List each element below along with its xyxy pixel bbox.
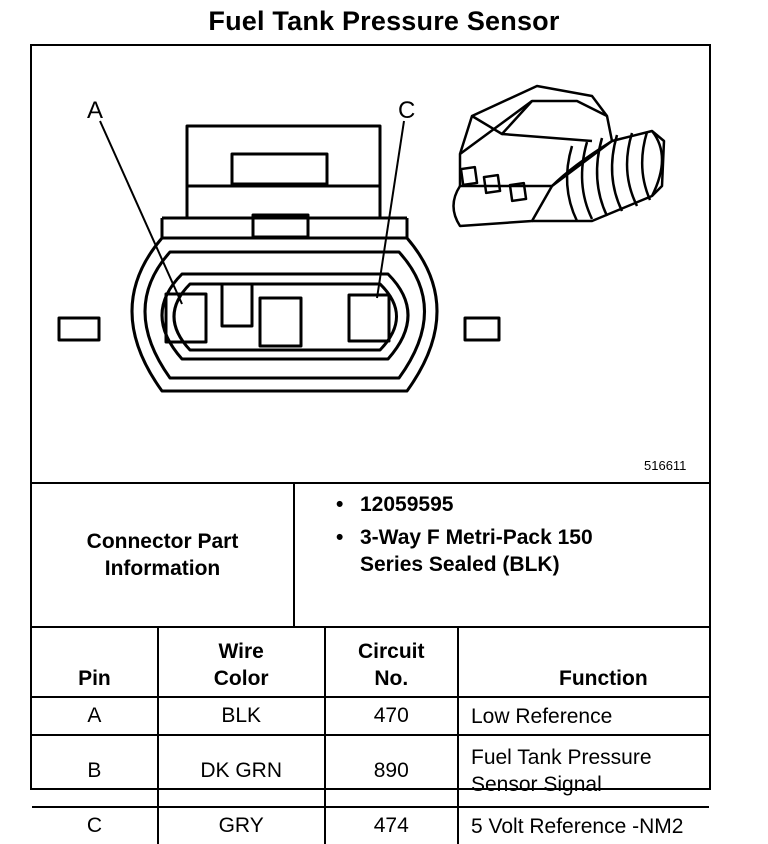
connector-face-view bbox=[57, 124, 501, 393]
pin-cell: C bbox=[32, 806, 159, 844]
right-side-tab bbox=[463, 316, 501, 342]
function-cell: 5 Volt Reference -NM2 bbox=[457, 806, 709, 844]
cavity-b bbox=[258, 296, 303, 348]
pin-cell: A bbox=[32, 696, 159, 736]
table-header-row: Pin Wire Color Circuit No. Function bbox=[32, 628, 709, 698]
latch-window bbox=[230, 152, 329, 186]
pin-cell: B bbox=[32, 734, 159, 808]
table-row: C GRY 474 5 Volt Reference -NM2 bbox=[32, 806, 709, 844]
seal-ring bbox=[172, 282, 398, 352]
connector-diagram: A C bbox=[57, 84, 666, 393]
connector-info-list: • 12059595 • 3-Way F Metri-Pack 150 Seri… bbox=[332, 491, 660, 584]
function-cell: Low Reference bbox=[457, 696, 709, 736]
wire-color-cell: DK GRN bbox=[156, 734, 326, 808]
outer-housing bbox=[130, 236, 439, 393]
header-function: Function bbox=[457, 628, 709, 698]
connector-info-label: Connector Part Information bbox=[32, 484, 295, 626]
cavity-c bbox=[347, 293, 391, 343]
bullet-icon: • bbox=[336, 493, 344, 516]
circuit-cell: 470 bbox=[323, 696, 460, 736]
connector-type-item: • 3-Way F Metri-Pack 150 Series Sealed (… bbox=[336, 526, 593, 576]
connector-frame: A C 516611 Connector Part Information • … bbox=[30, 44, 711, 844]
table-row: A BLK 470 Low Reference bbox=[32, 696, 709, 736]
circuit-cell: 474 bbox=[323, 806, 460, 844]
callout-c-label: C bbox=[398, 97, 415, 124]
wire-color-cell: BLK bbox=[156, 696, 326, 736]
latch-body bbox=[185, 124, 382, 220]
connector-info-row: Connector Part Information • 12059595 • … bbox=[32, 482, 709, 628]
callout-a-label: A bbox=[87, 97, 103, 124]
callout-a-line bbox=[99, 120, 183, 305]
circuit-cell: 890 bbox=[323, 734, 460, 808]
cavity-a bbox=[164, 292, 208, 344]
callout-c-line bbox=[376, 120, 405, 299]
header-circuit-no: Circuit No. bbox=[323, 628, 460, 698]
page-title: Fuel Tank Pressure Sensor bbox=[208, 6, 560, 36]
part-number-item: • 12059595 bbox=[336, 493, 454, 516]
latch-tab bbox=[251, 213, 310, 239]
left-side-tab bbox=[57, 316, 101, 342]
wire-color-cell: GRY bbox=[156, 806, 326, 844]
header-pin: Pin bbox=[32, 628, 159, 698]
function-cell: Fuel Tank Pressure Sensor Signal bbox=[457, 734, 709, 808]
figure-number: 516611 bbox=[644, 458, 687, 473]
table-row: B DK GRN 890 Fuel Tank Pressure Sensor S… bbox=[32, 734, 709, 808]
pinout-table: Pin Wire Color Circuit No. Function A BL… bbox=[32, 628, 709, 844]
connector-isometric-view bbox=[452, 84, 666, 228]
mid-housing-ring bbox=[143, 250, 426, 380]
bullet-icon: • bbox=[336, 526, 344, 549]
inner-housing-ring bbox=[160, 272, 410, 361]
header-wire-color: Wire Color bbox=[156, 628, 326, 698]
cavity-key bbox=[220, 282, 254, 328]
